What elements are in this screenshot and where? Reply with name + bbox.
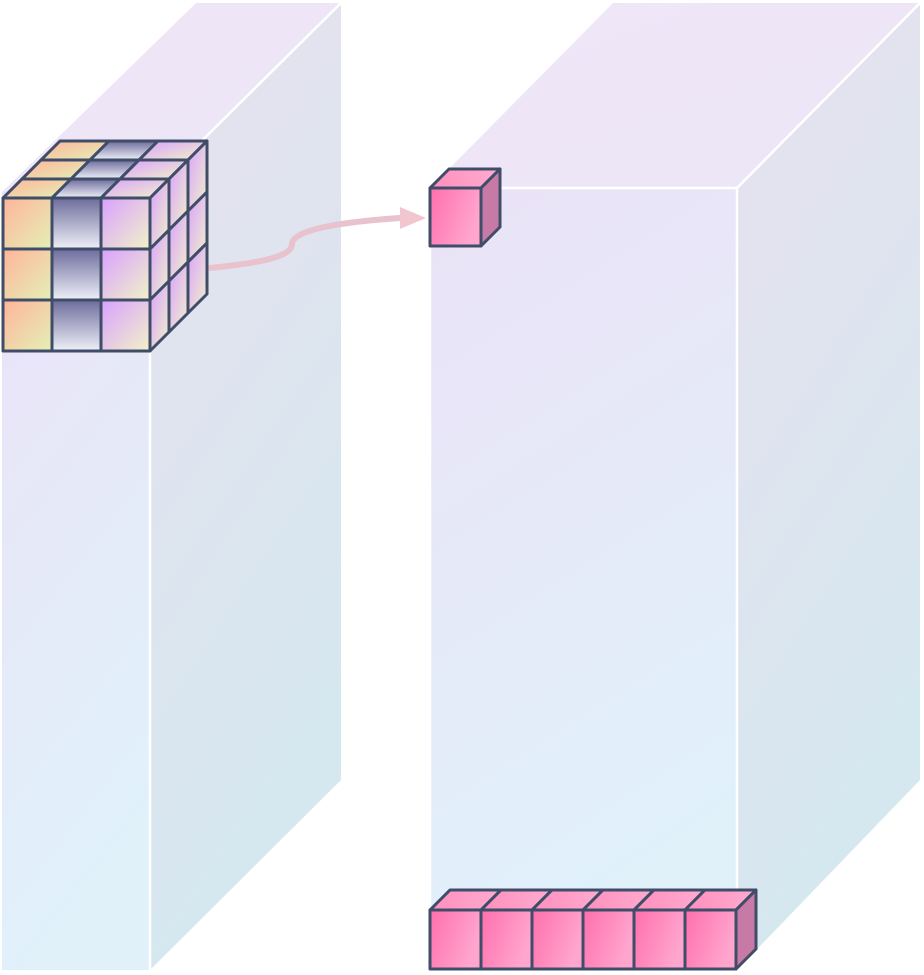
output-row-cell-front — [530, 908, 585, 971]
kernel-front-cell — [1, 298, 54, 353]
output-row-cell-front — [632, 908, 687, 971]
mapping-arrow-shaft — [207, 215, 403, 271]
kernel-front-cell — [50, 298, 103, 353]
kernel-front-cell — [50, 196, 103, 251]
output-volume-top-face — [430, 3, 920, 188]
mapping-arrow-head — [400, 207, 426, 229]
input-volume-front-face — [2, 192, 150, 970]
output-volume-front-face — [430, 188, 737, 970]
kernel-front-cell — [99, 298, 152, 353]
output-cell-front — [428, 186, 483, 248]
output-volume-top-right-edge — [736, 2, 921, 189]
mapping-arrow — [207, 207, 426, 271]
output-cell — [428, 167, 502, 248]
output-volume-side-face — [737, 3, 920, 970]
output-volume — [428, 2, 921, 970]
kernel-front-cell — [99, 247, 152, 302]
kernel-front-cell — [50, 247, 103, 302]
kernel-cube — [1, 139, 209, 353]
output-row-cell-front — [581, 908, 636, 971]
kernel-front-cell — [1, 247, 54, 302]
output-row-cell-front — [683, 908, 738, 971]
output-cell-row — [428, 888, 758, 971]
kernel-front-cell — [99, 196, 152, 251]
output-row-cell-front — [428, 908, 483, 971]
kernel-front-cell — [1, 196, 54, 251]
output-row-cell-front — [479, 908, 534, 971]
